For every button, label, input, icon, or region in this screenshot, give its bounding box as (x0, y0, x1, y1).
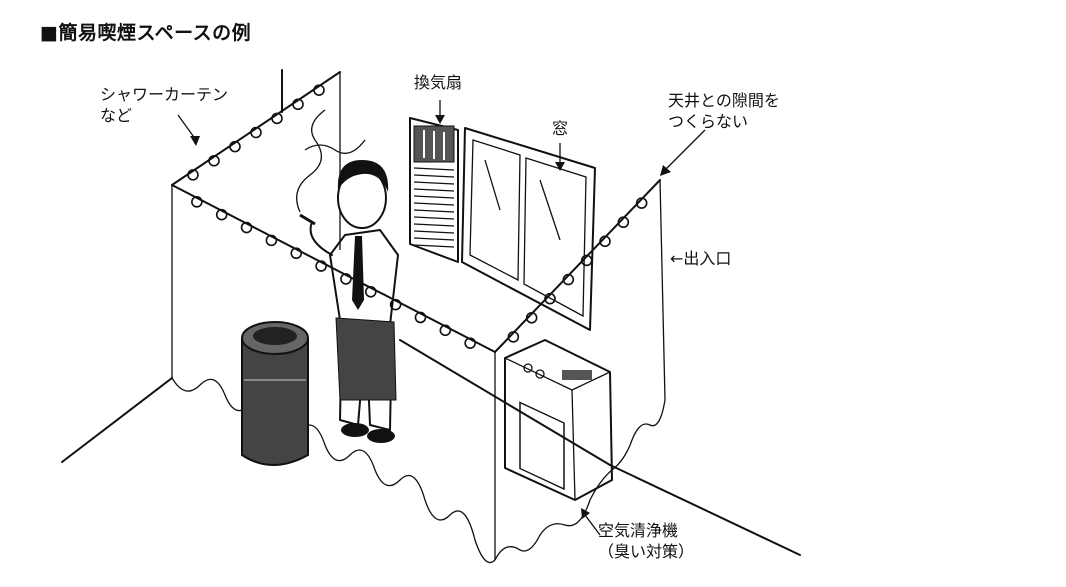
fan-louver (413, 223, 455, 227)
ashtray-stand (241, 321, 309, 466)
curtain-hook (250, 126, 262, 139)
curtain-hook (290, 247, 303, 260)
air-purifier (504, 339, 613, 501)
callout-arrows (177, 100, 706, 536)
curtain-hook (215, 208, 228, 221)
fan-louver (413, 174, 455, 178)
curtain-front (171, 352, 496, 564)
curtain-hook (562, 273, 575, 286)
curtain-hook (617, 216, 630, 229)
curtain-hook (187, 169, 199, 181)
curtain-hook (340, 273, 352, 285)
curtain-hook (208, 154, 220, 167)
curtain-hook (599, 235, 611, 248)
curtain-hook (525, 311, 538, 324)
curtain-hook (240, 221, 253, 234)
fan-louver (413, 195, 455, 199)
curtain-hook (265, 234, 278, 247)
curtain-hook (315, 260, 327, 272)
curtain-hook (464, 337, 476, 349)
curtain-hook (364, 285, 377, 298)
curtain-right (494, 179, 666, 561)
label-shower-curtain: シャワーカーテン など (100, 85, 229, 125)
label-ceiling-gap: 天井との隙間を つくらない (668, 91, 780, 131)
fan-louver (413, 202, 455, 206)
curtain-hook (313, 84, 325, 96)
label-entrance: ←出入口 (670, 249, 732, 268)
curtain-left (171, 72, 341, 378)
fan-louver (413, 167, 455, 171)
label-window: 窓 (552, 119, 569, 138)
figure-title: ■簡易喫煙スペースの例 (40, 22, 252, 44)
fan-louver (413, 237, 455, 241)
curtain-hook (507, 331, 520, 343)
curtain-hook (389, 298, 402, 311)
fan-louver (413, 188, 455, 192)
curtain-hooks (187, 84, 648, 349)
smoking-person (296, 109, 399, 443)
fan-louver (413, 209, 455, 213)
curtain-hook (439, 324, 452, 337)
curtain-hook (271, 112, 283, 125)
fan-louver (413, 181, 455, 185)
fan-louver (413, 230, 455, 234)
fan-louver (413, 244, 455, 248)
curtain-hook (635, 197, 648, 209)
window (461, 127, 596, 331)
label-ventilation-fan: 換気扇 (414, 73, 463, 92)
curtain-hook (292, 98, 304, 111)
fan-louver (413, 216, 455, 220)
curtain-hook (544, 292, 556, 305)
curtain-rods (171, 71, 661, 353)
ventilation-fan (409, 117, 459, 263)
label-air-purifier: 空気清浄機 （臭い対策） (598, 521, 695, 561)
curtain-hook (229, 140, 241, 153)
curtain-hook (191, 196, 203, 208)
curtain-hook (414, 311, 427, 324)
